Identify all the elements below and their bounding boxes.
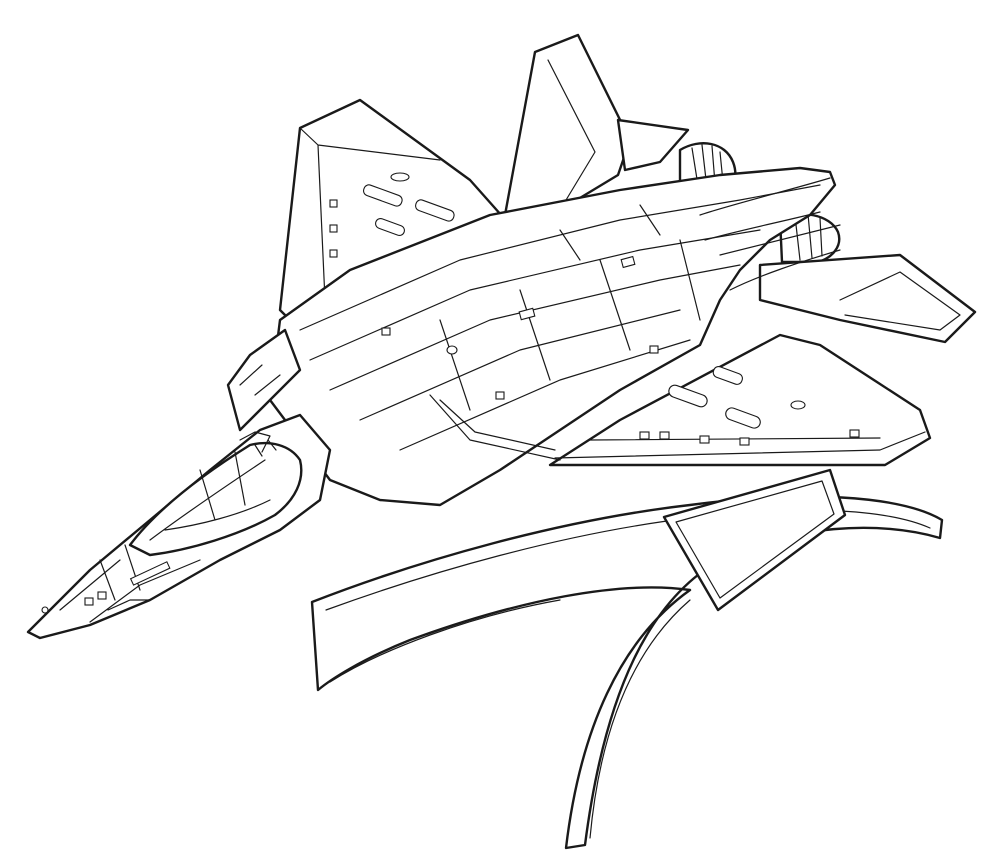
panel <box>129 561 171 586</box>
right-wing-hatches <box>639 366 860 446</box>
right-wing-trailing-edge <box>554 431 926 459</box>
left-wing-flap-line <box>299 127 441 301</box>
display-stand <box>310 468 944 850</box>
nacelle-lower <box>719 224 841 291</box>
panel <box>381 327 391 336</box>
hatch <box>849 429 860 438</box>
panel <box>518 307 536 321</box>
fuselage-outline <box>268 166 837 507</box>
hatch <box>659 431 670 440</box>
vertical-tail-fin <box>503 33 632 217</box>
hatch <box>329 224 338 233</box>
fuselage <box>268 166 841 507</box>
stand-mount-inner <box>675 480 835 599</box>
panel <box>495 391 505 400</box>
hatch <box>390 172 410 182</box>
hatch <box>363 184 403 207</box>
cockpit-detail <box>239 431 277 457</box>
horizontal-stabilizer <box>758 253 977 344</box>
panel <box>649 345 659 354</box>
panel <box>446 345 458 355</box>
hatch <box>712 366 743 385</box>
nose-panel-lines <box>59 544 201 623</box>
pitot-icon <box>41 606 49 614</box>
hatch <box>739 437 750 446</box>
nozzle-upper-ribs <box>691 144 725 199</box>
strake-lines <box>239 364 281 396</box>
hatch <box>639 431 650 440</box>
hatch <box>415 199 455 222</box>
vertical-tail-rudder <box>547 59 596 211</box>
vertical-tail-base <box>616 118 690 172</box>
canopy <box>128 441 303 557</box>
forward-fuselage <box>26 413 332 640</box>
intake-lip <box>429 394 561 461</box>
hatch <box>699 435 710 444</box>
left-wing-hatches <box>329 172 455 258</box>
hatch <box>329 199 338 208</box>
stand-arch <box>310 495 944 850</box>
stabilizer-elevator <box>839 271 961 331</box>
fuselage-spine <box>299 184 821 331</box>
hatch <box>375 218 405 236</box>
hatch <box>329 249 338 258</box>
panel <box>84 597 94 606</box>
nacelle-upper <box>699 177 831 241</box>
stabilizer-outline <box>758 253 977 344</box>
canopy-frame <box>149 451 271 541</box>
panel <box>97 591 107 600</box>
hatch <box>725 407 761 429</box>
hatch <box>790 400 806 410</box>
panel <box>620 255 636 269</box>
stand-mount <box>662 468 847 612</box>
strake <box>226 328 302 432</box>
vertical-tail <box>503 33 690 217</box>
right-wing <box>548 333 932 467</box>
fuselage-panel-lines <box>309 204 761 451</box>
intake-strake <box>226 328 302 432</box>
hatch <box>668 384 708 408</box>
